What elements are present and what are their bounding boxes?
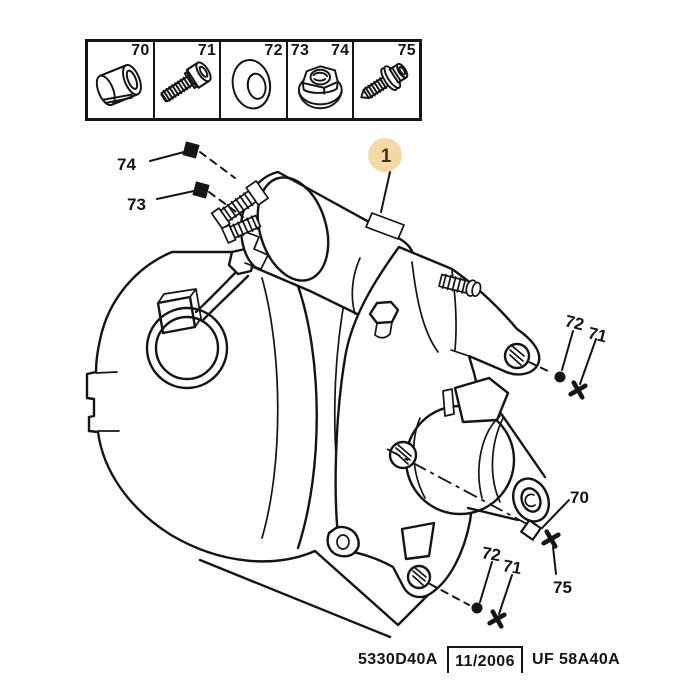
- drawing-reference: UF 58A40A: [532, 651, 621, 668]
- leader-72-right: [561, 330, 574, 371]
- fastener-markers: [182, 141, 588, 629]
- leader-72-right-dashed: [528, 361, 553, 374]
- rear-cap-contour: [296, 284, 318, 550]
- leader-72-bottom: [479, 561, 493, 603]
- callout-labels: 74 73 72 71 70 75 72 71: [117, 155, 609, 597]
- leader-74: [149, 151, 185, 162]
- legend-label-73: 73: [290, 42, 310, 59]
- leader-72-bottom-dashed: [429, 583, 470, 606]
- shaft-clip: [524, 493, 536, 508]
- body-bottom-line: [198, 558, 392, 639]
- terminal-stud-upper: [210, 180, 269, 230]
- screw-with-washer-icon: [360, 62, 409, 100]
- cross-marker-75: [541, 529, 561, 549]
- socket-head-bolt-icon: [159, 61, 212, 103]
- leader-lines: [149, 151, 597, 615]
- callout-71-bottom[interactable]: 71: [501, 556, 523, 578]
- cross-marker-71-right: [568, 380, 588, 400]
- cable-terminal-3d: [157, 288, 202, 328]
- leader-73: [156, 190, 195, 200]
- callout-70[interactable]: 70: [570, 488, 589, 507]
- far-stud: [438, 273, 482, 298]
- drive-cone-arc: [491, 417, 504, 503]
- terminal-stud-lower: [221, 214, 262, 244]
- legend-cell-75[interactable]: 75: [354, 42, 419, 118]
- date-box: 11/2006: [447, 646, 523, 673]
- bracket-hole-lower-threads: [412, 566, 427, 586]
- legend-cell-72[interactable]: 72: [221, 42, 288, 118]
- drawing-number: 5330D40A: [358, 651, 438, 668]
- callout-72-bottom[interactable]: 72: [480, 543, 502, 565]
- square-marker-74: [182, 141, 200, 159]
- callout-74[interactable]: 74: [117, 155, 136, 174]
- arm-nut-shank: [374, 321, 393, 339]
- shaft-end-inner: [520, 487, 542, 513]
- leader-74-dashed: [199, 151, 236, 179]
- flange-nut-icon: [297, 65, 343, 110]
- highlighted-part-callout[interactable]: 1: [368, 138, 402, 172]
- cable-loop-outer: [145, 306, 229, 390]
- legend-cell-73-74[interactable]: 73 74: [288, 42, 355, 118]
- bracket-cutout-pentagon: [453, 376, 510, 424]
- legend-label-75: 75: [397, 42, 416, 59]
- drive-cone: [466, 410, 547, 522]
- leader-1: [380, 171, 391, 213]
- cross-marker-71-bottom: [487, 609, 507, 629]
- leader-71-bottom: [498, 574, 513, 615]
- leader-73-dashed: [208, 191, 244, 218]
- solenoid-seam: [351, 257, 361, 315]
- bracket-cutout-slot: [442, 388, 455, 417]
- dot-marker-72-right: [554, 371, 566, 383]
- solenoid-mount-tabs: [242, 230, 269, 270]
- hardware-legend: 70 71: [85, 39, 422, 121]
- highlight-circle[interactable]: [368, 138, 402, 172]
- legend-cell-71[interactable]: 71: [155, 42, 222, 118]
- legend-label-71: 71: [197, 42, 217, 59]
- cable-loop-inner: [154, 315, 220, 381]
- yoke-tab: [365, 212, 405, 240]
- highlight-label: 1: [381, 146, 392, 167]
- bracket-cutout-triangle: [400, 521, 436, 561]
- spacer-sleeve-icon: [95, 64, 142, 107]
- legend-label-74: 74: [330, 42, 350, 59]
- open-square-marker-70: [519, 518, 543, 542]
- bracket-foot-hole: [336, 534, 350, 550]
- starter-motor-drawing: [85, 170, 550, 639]
- mount-foot-line: [95, 371, 120, 432]
- bracket-hole-upper-threads: [509, 344, 525, 366]
- drawing-date: 11/2006: [455, 653, 515, 670]
- square-marker-73: [192, 181, 210, 199]
- legend-label-72: 72: [264, 42, 283, 59]
- washer-icon: [231, 59, 272, 110]
- callout-73[interactable]: 73: [127, 195, 146, 214]
- callout-71-right[interactable]: 71: [586, 323, 609, 346]
- callout-75[interactable]: 75: [553, 578, 572, 597]
- leader-71-right: [579, 338, 597, 385]
- rear-cap-contour-2: [261, 277, 279, 539]
- solenoid-cap-face: [256, 176, 330, 282]
- bracket-foot: [326, 525, 360, 558]
- dot-marker-72-bottom: [471, 602, 483, 614]
- leader-75: [552, 546, 557, 575]
- leader-70: [541, 499, 570, 529]
- callout-72-right[interactable]: 72: [563, 311, 586, 334]
- legend-cell-70[interactable]: 70: [88, 42, 155, 118]
- legend-label-70: 70: [131, 42, 150, 59]
